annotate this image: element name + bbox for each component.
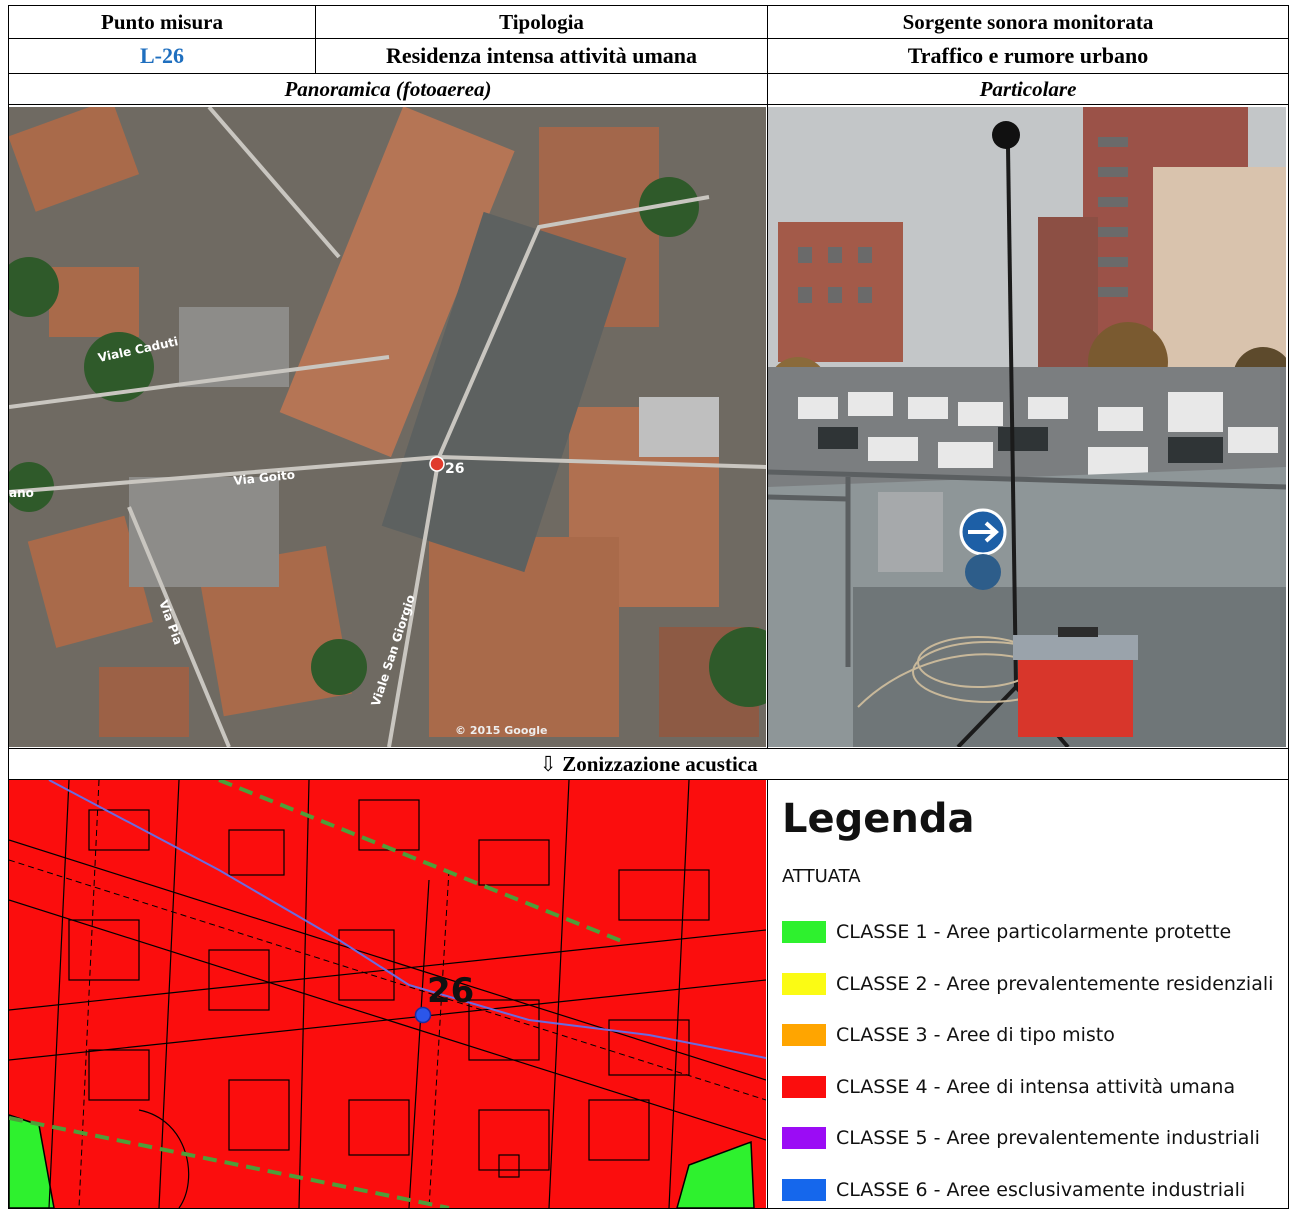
legend-label: CLASSE 4 - Aree di intensa attività uman… bbox=[836, 1075, 1236, 1098]
legend-swatch bbox=[782, 1178, 826, 1201]
measurement-sheet: Punto misura Tipologia Sorgente sonora m… bbox=[8, 5, 1289, 1209]
legend-label: CLASSE 6 - Aree esclusivamente industria… bbox=[836, 1178, 1246, 1201]
aerial-photo-cell: Viale Caduti Via Goito Via Pia Viale San… bbox=[8, 104, 768, 749]
legend-label: CLASSE 5 - Aree prevalentemente industri… bbox=[836, 1127, 1260, 1149]
street-label: ano bbox=[9, 486, 34, 500]
zoning-marker-label: 26 bbox=[427, 971, 474, 1011]
legend-item: CLASSE 3 - Aree di tipo misto bbox=[782, 1021, 1115, 1049]
location-pin-icon bbox=[429, 455, 445, 472]
aerial-photo: Viale Caduti Via Goito Via Pia Viale San… bbox=[9, 106, 766, 747]
detail-photo-cell bbox=[767, 104, 1289, 749]
source-value: Traffico e rumore urbano bbox=[767, 38, 1289, 74]
legend-item: CLASSE 5 - Aree prevalentemente industri… bbox=[782, 1124, 1260, 1152]
legend-state: ATTUATA bbox=[782, 866, 861, 887]
typology-value: Residenza intensa attività umana bbox=[315, 38, 768, 74]
zoning-map: 26 bbox=[9, 780, 766, 1208]
legend-swatch bbox=[782, 921, 826, 943]
legend-title: Legenda bbox=[782, 796, 975, 842]
zoning-title: ⇩ Zonizzazione acustica bbox=[8, 748, 1289, 780]
legend-item: CLASSE 1 - Aree particolarmente protette bbox=[782, 918, 1231, 946]
header-tipologia: Tipologia bbox=[315, 5, 768, 39]
photo-row: Viale Caduti Via Goito Via Pia Viale San… bbox=[8, 104, 1289, 749]
detail-photo bbox=[768, 106, 1286, 747]
legend-swatch bbox=[782, 1075, 826, 1098]
street-label: Via Goito bbox=[233, 467, 296, 487]
zoning-row: 26 Legenda ATTUATA CLASSE 1 - Aree parti… bbox=[8, 779, 1289, 1209]
legend: Legenda ATTUATA CLASSE 1 - Aree particol… bbox=[768, 780, 1288, 1208]
header-punto-misura: Punto misura bbox=[8, 5, 316, 39]
map-copyright: © 2015 Google bbox=[455, 724, 548, 737]
legend-item: CLASSE 6 - Aree esclusivamente industria… bbox=[782, 1176, 1245, 1204]
measurement-point-icon bbox=[414, 1006, 432, 1024]
legend-item: CLASSE 4 - Aree di intensa attività uman… bbox=[782, 1073, 1235, 1101]
values-row: L-26 Residenza intensa attività umana Tr… bbox=[8, 38, 1289, 74]
legend-cell: Legenda ATTUATA CLASSE 1 - Aree particol… bbox=[767, 779, 1289, 1209]
legend-swatch bbox=[782, 1127, 826, 1149]
header-row: Punto misura Tipologia Sorgente sonora m… bbox=[8, 5, 1289, 39]
legend-label: CLASSE 3 - Aree di tipo misto bbox=[836, 1024, 1115, 1046]
measurement-table: Punto misura Tipologia Sorgente sonora m… bbox=[8, 5, 1289, 1209]
zoning-title-row: ⇩ Zonizzazione acustica bbox=[8, 748, 1289, 780]
legend-swatch bbox=[782, 972, 826, 995]
legend-item: CLASSE 2 - Aree prevalentemente residenz… bbox=[782, 970, 1273, 998]
aerial-subheader: Panoramica (fotoaerea) bbox=[8, 73, 768, 105]
point-code: L-26 bbox=[8, 38, 316, 74]
legend-label: CLASSE 2 - Aree prevalentemente residenz… bbox=[836, 972, 1274, 995]
zoning-map-cell: 26 bbox=[8, 779, 768, 1209]
detail-subheader: Particolare bbox=[767, 73, 1289, 105]
legend-swatch bbox=[782, 1024, 826, 1046]
photo-subheader-row: Panoramica (fotoaerea) Particolare bbox=[8, 73, 1289, 105]
header-sorgente: Sorgente sonora monitorata bbox=[767, 5, 1289, 39]
aerial-marker-label: 26 bbox=[445, 461, 464, 477]
legend-label: CLASSE 1 - Aree particolarmente protette bbox=[836, 921, 1232, 943]
